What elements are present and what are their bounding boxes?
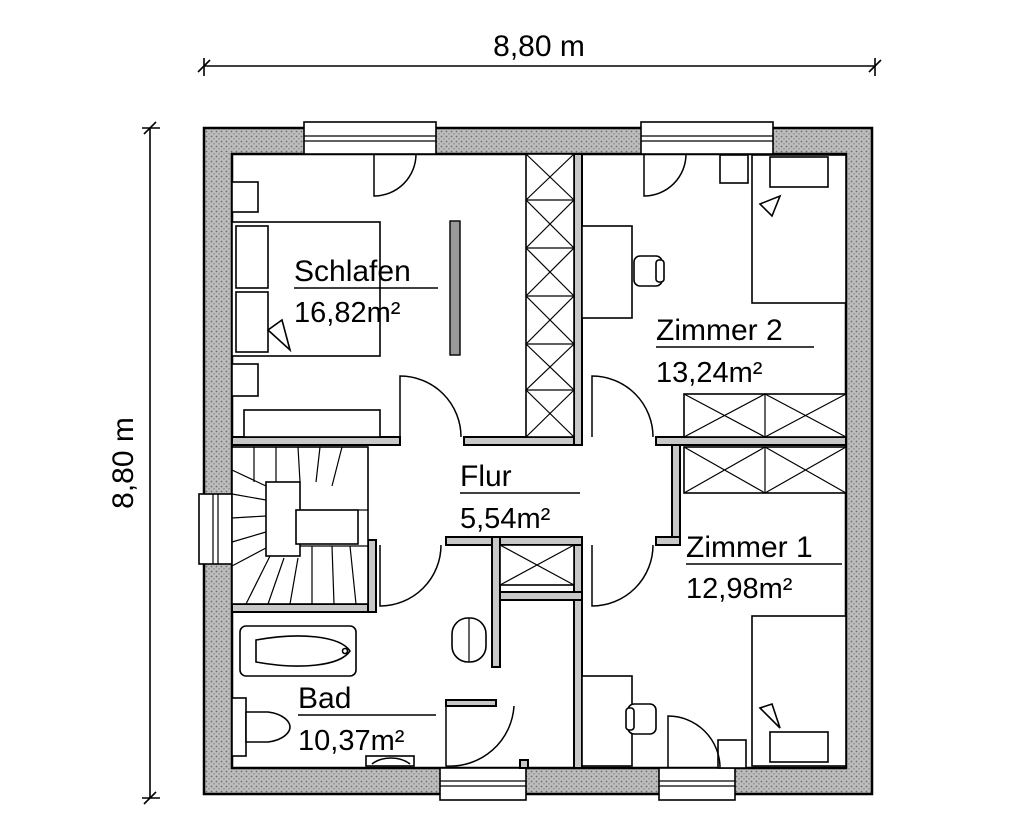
zimmer2-furniture <box>581 154 847 319</box>
windows <box>198 121 774 801</box>
room-label-flur: Flur 5,54m² <box>460 460 580 535</box>
room-label-zimmer2: Zimmer 2 13,24m² <box>656 314 814 389</box>
room-area-zimmer2: 13,24m² <box>656 357 763 389</box>
room-name-zimmer1: Zimmer 1 <box>686 531 813 564</box>
room-label-zimmer1: Zimmer 1 12,98m² <box>686 531 842 605</box>
room-label-schlafen: Schlafen 16,82m² <box>294 255 438 329</box>
room-name-schlafen: Schlafen <box>294 255 411 288</box>
room-name-bad: Bad <box>298 682 351 715</box>
staircase <box>231 446 369 605</box>
room-area-flur: 5,54m² <box>460 503 551 535</box>
doors <box>373 153 721 769</box>
schlafen-furniture <box>231 181 461 438</box>
dimension-width: 8,80 m <box>197 30 882 76</box>
bad-furniture <box>231 617 487 767</box>
room-area-bad: 10,37m² <box>298 725 405 757</box>
dimension-width-label: 8,80 m <box>493 30 585 63</box>
room-area-schlafen: 16,82m² <box>294 297 401 329</box>
wardrobe-schlafen <box>525 153 575 438</box>
shaft <box>499 544 575 586</box>
room-label-bad: Bad 10,37m² <box>298 682 436 757</box>
room-name-zimmer2: Zimmer 2 <box>656 314 783 347</box>
zimmer1-furniture <box>581 615 847 769</box>
room-name-flur: Flur <box>460 460 512 493</box>
room-area-zimmer1: 12,98m² <box>686 573 793 605</box>
dimension-height-label: 8,80 m <box>107 417 140 509</box>
wardrobe-zimmer1 <box>683 446 847 494</box>
wardrobe-zimmer2 <box>683 393 847 438</box>
dimension-height: 8,80 m <box>107 121 160 805</box>
